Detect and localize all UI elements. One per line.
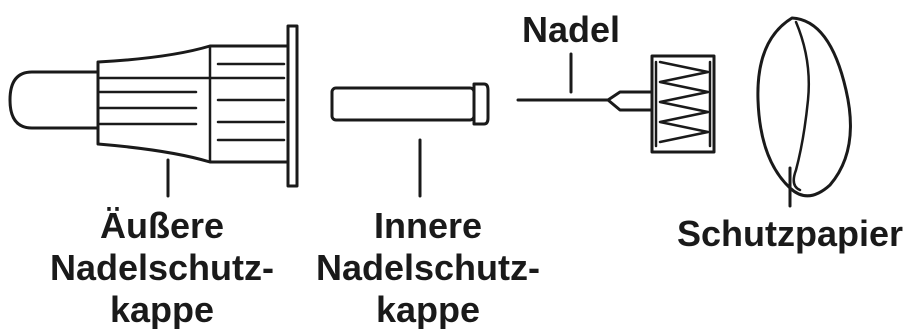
needle-hub-thread <box>658 60 710 144</box>
inner-cap-label-line-1: Innere <box>374 205 482 246</box>
outer-cap-label-line-3: kappe <box>110 289 214 329</box>
paper-outer <box>756 16 852 198</box>
needle-hub-tip <box>606 90 654 112</box>
needle <box>516 52 716 154</box>
outer-cap-label-line-2: Nadelschutz- <box>50 247 274 288</box>
protective-paper <box>756 16 852 208</box>
outer-cap-label-line-1: Äußere <box>100 205 224 246</box>
inner-cap-head <box>472 82 490 126</box>
outer-cap-label: Äußere Nadelschutz- kappe <box>50 205 274 329</box>
inner-needle-cap <box>330 82 490 198</box>
outer-cap-tube <box>8 70 102 130</box>
paper-label: Schutzpapier <box>677 213 903 254</box>
inner-cap-shaft <box>330 86 476 122</box>
inner-cap-label-line-2: Nadelschutz- <box>316 247 540 288</box>
inner-cap-label: Innere Nadelschutz- kappe <box>316 205 540 329</box>
outer-cap-ribs <box>98 62 286 142</box>
inner-cap-label-line-3: kappe <box>376 289 480 329</box>
needle-label: Nadel <box>522 9 620 50</box>
outer-needle-cap <box>8 24 299 198</box>
paper-fold <box>792 20 811 192</box>
outer-cap-flange <box>286 24 299 188</box>
